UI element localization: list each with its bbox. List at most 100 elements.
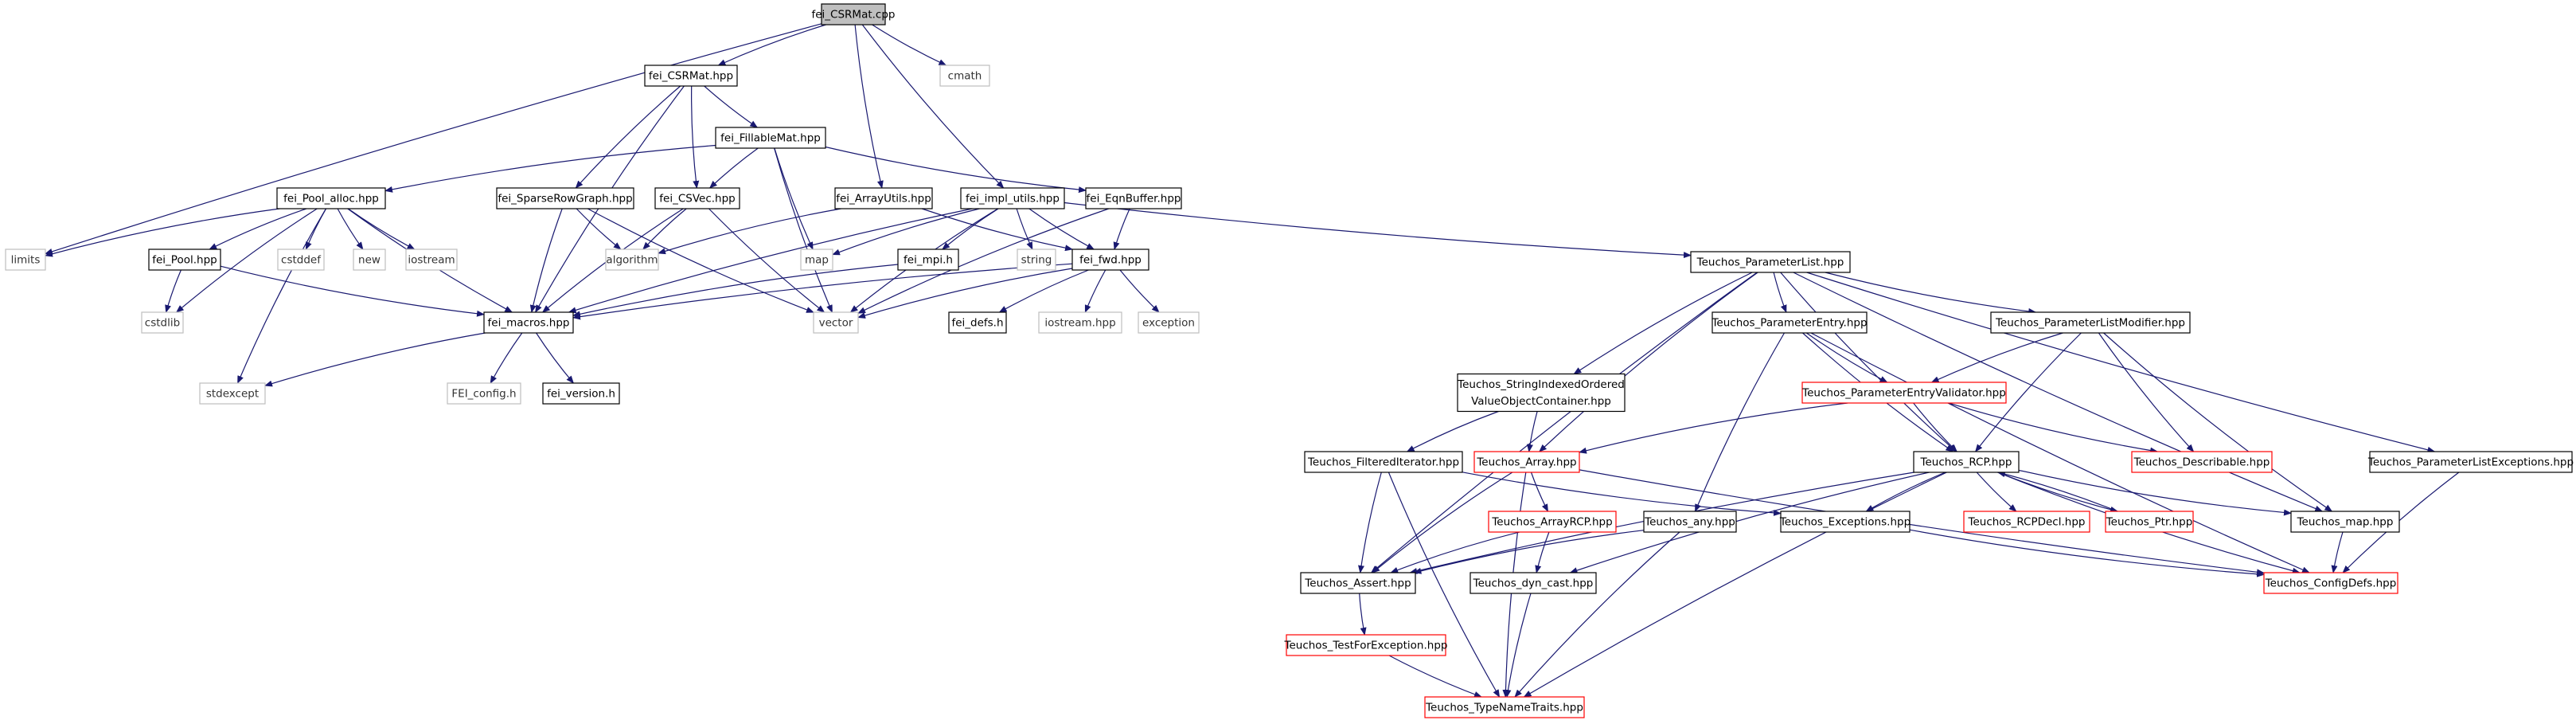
edge-root-to-limits <box>45 23 822 255</box>
node-fei_EqnBuffer[interactable]: fei_EqnBuffer.hpp <box>1085 187 1182 209</box>
node-label: fei_defs.h <box>951 317 1003 330</box>
node-map[interactable]: map <box>800 249 833 271</box>
node-box <box>141 311 184 334</box>
node-label: stdexcept <box>206 388 259 401</box>
node-fei_Pool[interactable]: fei_Pool.hpp <box>148 249 221 271</box>
edge-fei_Pool_alloc-to-new <box>337 208 364 250</box>
node-label: Teuchos_ParameterListExceptions.hpp <box>2367 456 2574 469</box>
edge-T_ParameterList-to-T_ParameterListModifier <box>1825 272 2037 315</box>
edge-fei_ArrayUtils-to-fei_fwd <box>921 208 1073 252</box>
node-fei_FillableMat[interactable]: fei_FillableMat.hpp <box>715 127 826 149</box>
node-box <box>1780 511 1911 533</box>
node-box <box>199 382 266 405</box>
node-T_ArrayRCP[interactable]: Teuchos_ArrayRCP.hpp <box>1488 511 1617 533</box>
edge-root-to-fei_impl_utils <box>861 24 1005 189</box>
node-T_ParameterListModifier[interactable]: Teuchos_ParameterListModifier.hpp <box>1990 311 2191 334</box>
node-T_RCP[interactable]: Teuchos_RCP.hpp <box>1913 451 2020 473</box>
node-box <box>148 249 221 271</box>
node-label: fei_CSRMat.hpp <box>649 70 733 83</box>
node-box <box>1643 511 1737 533</box>
node-T_TypeNameTraits[interactable]: Teuchos_TypeNameTraits.hpp <box>1424 696 1585 718</box>
node-fei_SparseRowGraph[interactable]: fei_SparseRowGraph.hpp <box>496 187 634 209</box>
node-label: limits <box>11 254 41 267</box>
node-fei_version[interactable]: fei_version.h <box>542 382 620 405</box>
node-FEI_config[interactable]: FEI_config.h <box>447 382 521 405</box>
edge-T_ParameterList-to-T_ParameterListExceptions <box>1806 272 2436 453</box>
node-T_RCPDecl[interactable]: Teuchos_RCPDecl.hpp <box>1963 511 2090 533</box>
node-box <box>542 382 620 405</box>
node-string[interactable]: string <box>1017 249 1056 271</box>
node-box <box>1801 382 2007 404</box>
node-fei_ArrayUtils[interactable]: fei_ArrayUtils.hpp <box>834 187 933 209</box>
node-fei_impl_utils[interactable]: fei_impl_utils.hpp <box>960 187 1065 209</box>
node-T_Array[interactable]: Teuchos_Array.hpp <box>1473 451 1580 473</box>
node-cstdlib[interactable]: cstdlib <box>141 311 184 334</box>
node-label: fei_CSVec.hpp <box>659 193 735 205</box>
node-label: fei_CSRMat.cpp <box>811 9 895 22</box>
node-algorithm[interactable]: algorithm <box>605 249 659 271</box>
node-label: Teuchos_dyn_cast.hpp <box>1473 577 1594 590</box>
edge-fei_Pool_alloc-to-fei_Pool <box>209 208 307 250</box>
node-cmath[interactable]: cmath <box>939 65 990 87</box>
node-T_any[interactable]: Teuchos_any.hpp <box>1643 511 1737 533</box>
node-box <box>1017 249 1056 271</box>
node-iostream_hpp[interactable]: iostream.hpp <box>1038 311 1122 334</box>
node-vector[interactable]: vector <box>813 311 859 334</box>
edge-T_ParameterEntryValidator-to-T_Describable <box>1948 402 2159 454</box>
node-root[interactable]: fei_CSRMat.cpp <box>811 3 896 25</box>
edge-fei_EqnBuffer-to-fei_fwd <box>1113 208 1130 250</box>
edge-T_ParameterList-to-T_Array <box>1539 272 1758 452</box>
node-box <box>1085 187 1182 209</box>
node-box <box>939 65 990 87</box>
node-label: FEI_config.h <box>451 388 516 401</box>
edge-T_RCP-to-T_dyn_cast <box>1569 472 1930 573</box>
node-T_map[interactable]: Teuchos_map.hpp <box>2290 511 2400 533</box>
node-T_Ptr[interactable]: Teuchos_Ptr.hpp <box>2105 511 2194 533</box>
node-T_FilteredIterator[interactable]: Teuchos_FilteredIterator.hpp <box>1304 451 1463 473</box>
node-T_Assert[interactable]: Teuchos_Assert.hpp <box>1300 572 1416 594</box>
node-label: Teuchos_ParameterEntry.hpp <box>1711 317 1867 330</box>
edge-T_dyn_cast-to-T_TypeNameTraits <box>1505 593 1532 698</box>
node-limits[interactable]: limits <box>5 249 46 271</box>
node-label: vector <box>819 317 853 330</box>
node-label: Teuchos_Exceptions.hpp <box>1779 516 1911 529</box>
node-label: Teuchos_Describable.hpp <box>2133 456 2270 469</box>
edge-root-to-fei_CSRMat_hpp <box>717 24 826 66</box>
node-T_StringIndexed[interactable]: Teuchos_StringIndexedOrderedValueObjectC… <box>1457 373 1626 413</box>
node-label: fei_SparseRowGraph.hpp <box>498 193 632 205</box>
node-T_ParameterList[interactable]: Teuchos_ParameterList.hpp <box>1690 251 1851 273</box>
node-fei_CSVec[interactable]: fei_CSVec.hpp <box>654 187 740 209</box>
node-T_dyn_cast[interactable]: Teuchos_dyn_cast.hpp <box>1469 572 1597 594</box>
node-stdexcept[interactable]: stdexcept <box>199 382 266 405</box>
node-T_ParameterEntryValidator[interactable]: Teuchos_ParameterEntryValidator.hpp <box>1801 382 2007 404</box>
node-label: fei_FillableMat.hpp <box>720 132 821 145</box>
edge-fei_ArrayUtils-to-algorithm <box>658 208 841 255</box>
node-cstddef[interactable]: cstddef <box>277 249 325 271</box>
node-fei_macros[interactable]: fei_macros.hpp <box>483 311 574 334</box>
node-box <box>276 187 386 209</box>
node-box <box>1286 634 1446 656</box>
node-new[interactable]: new <box>353 249 386 271</box>
edge-T_StringIndexed-to-T_Array <box>1526 411 1538 452</box>
node-T_ConfigDefs[interactable]: Teuchos_ConfigDefs.hpp <box>2263 572 2398 594</box>
node-T_Exceptions[interactable]: Teuchos_Exceptions.hpp <box>1779 511 1911 533</box>
node-T_ParameterListExceptions[interactable]: Teuchos_ParameterListExceptions.hpp <box>2367 451 2574 473</box>
node-T_Describable[interactable]: Teuchos_Describable.hpp <box>2131 451 2273 473</box>
node-T_TestForException[interactable]: Teuchos_TestForException.hpp <box>1284 634 1448 656</box>
node-fei_Pool_alloc[interactable]: fei_Pool_alloc.hpp <box>276 187 386 209</box>
edge-fei_Pool_alloc-to-stdexcept <box>237 208 326 384</box>
node-label: fei_ArrayUtils.hpp <box>836 193 931 205</box>
node-label: Teuchos_RCPDecl.hpp <box>1968 516 2086 529</box>
node-fei_mpi[interactable]: fei_mpi.h <box>897 249 959 271</box>
node-label: Teuchos_ConfigDefs.hpp <box>2265 577 2397 590</box>
node-box <box>813 311 859 334</box>
node-fei_CSRMat_hpp[interactable]: fei_CSRMat.hpp <box>644 65 738 87</box>
node-T_ParameterEntry[interactable]: Teuchos_ParameterEntry.hpp <box>1711 311 1868 334</box>
node-label: Teuchos_StringIndexedOrdered <box>1457 378 1625 391</box>
node-label: Teuchos_Assert.hpp <box>1304 577 1411 590</box>
node-iostream[interactable]: iostream <box>405 249 458 271</box>
node-exception[interactable]: exception <box>1138 311 1200 334</box>
node-fei_fwd[interactable]: fei_fwd.hpp <box>1071 249 1149 271</box>
node-fei_defs[interactable]: fei_defs.h <box>948 311 1007 334</box>
